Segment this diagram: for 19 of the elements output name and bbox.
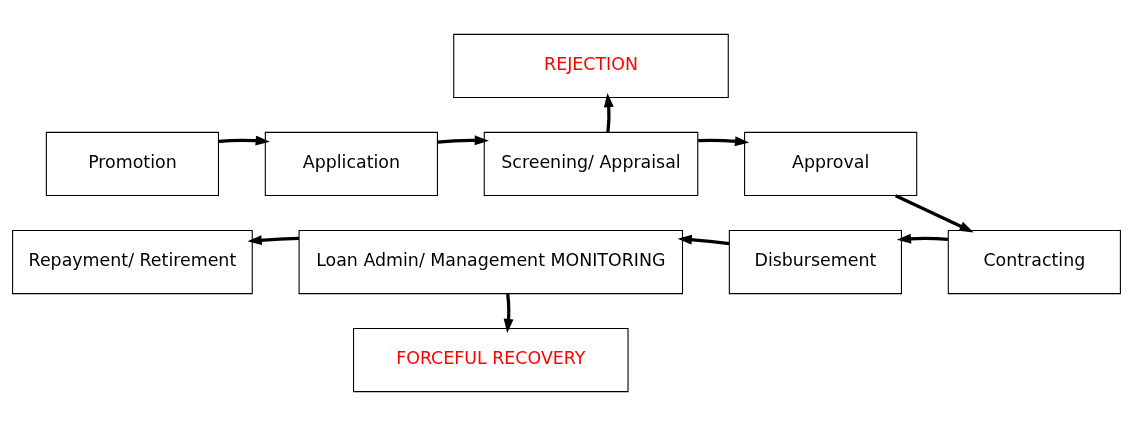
node-box: Contracting xyxy=(947,229,1121,294)
arrow xyxy=(698,135,750,146)
arrow xyxy=(437,134,489,145)
arrow xyxy=(677,234,730,245)
node-box: Application xyxy=(264,131,438,196)
node-box: Loan Admin/ Management MONITORING xyxy=(298,229,684,294)
node-box: Approval xyxy=(744,131,918,196)
node-box: FORCEFUL RECOVERY xyxy=(353,327,629,392)
arrow xyxy=(603,92,614,132)
arrow xyxy=(247,234,300,245)
node-box: Disbursement xyxy=(728,229,902,294)
node-box: Screening/ Appraisal xyxy=(483,131,699,196)
arrow xyxy=(218,135,270,146)
node-box: Promotion xyxy=(45,131,219,196)
node-box: Repayment/ Retirement xyxy=(12,229,253,294)
node-box: REJECTION xyxy=(453,33,729,98)
arrow xyxy=(894,193,974,232)
arrow xyxy=(503,293,514,333)
arrow xyxy=(896,233,948,244)
